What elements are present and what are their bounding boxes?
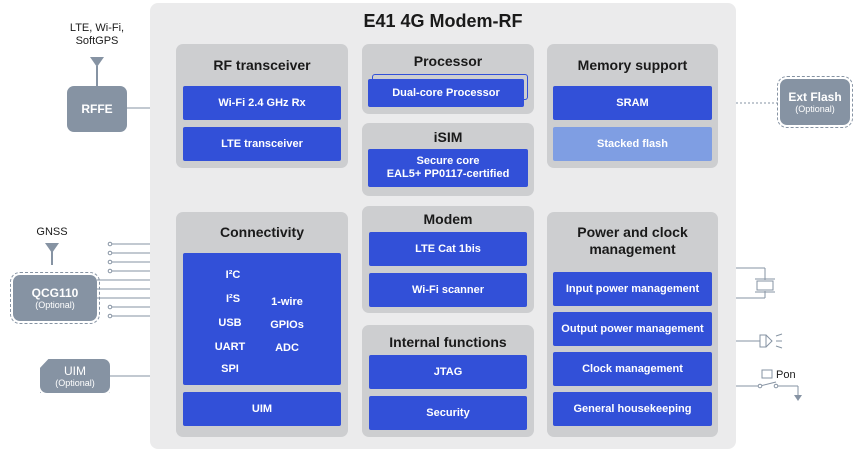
jtag-block: JTAG [369,355,527,389]
qcg110-note: (Optional) [35,299,75,310]
security-block: Security [369,396,527,430]
chip-title: E41 4G Modem-RF [363,11,523,31]
ext-flash-name: Ext Flash [788,89,842,104]
wifi-rx-block: Wi-Fi 2.4 GHz Rx [183,86,341,120]
power-clock-title-line2: management [589,241,676,257]
stacked-flash-block: Stacked flash [553,127,712,161]
rf-transceiver-title: RF transceiver [213,57,311,73]
uim-block: UIM [183,392,341,426]
rffe-antenna-label-line2: SoftGPS [75,35,119,47]
memory-support-title: Memory support [577,57,688,73]
uim-card-note: (Optional) [55,377,95,388]
sram-block: SRAM [553,86,712,120]
qcg110-name: QCG110 [31,285,79,300]
gnss-label: GNSS [36,226,68,238]
output-power-block: Output power management [553,312,712,346]
pon-label: Pon [776,369,796,381]
uim-card-name: UIM [64,363,86,378]
wifi-scanner-block: Wi-Fi scanner [369,273,527,307]
internal-functions-title: Internal functions [389,334,507,350]
secure-core-block: Secure core EAL5+ PP0117-certified [368,149,528,187]
uart-label: UART [214,341,246,353]
clock-management-block: Clock management [553,352,712,386]
modem-title: Modem [423,211,473,227]
dual-core-processor-block: Dual-core Processor [368,79,524,107]
rffe-antenna-label-line1: LTE, Wi-Fi, [69,22,125,34]
general-housekeeping-block: General housekeeping [553,392,712,426]
adc-label: ADC [275,342,299,354]
ext-flash-note: (Optional) [795,103,835,114]
usb-label: USB [218,317,242,329]
rffe-antenna-label: LTE, Wi-Fi, SoftGPS [55,22,139,48]
ext-flash-block: Ext Flash (Optional) [777,76,853,128]
secure-core-label: Secure core [416,155,480,167]
eal5-label: EAL5+ PP0117-certified [386,168,510,180]
power-clock-title-line1: Power and clock [577,224,688,240]
rffe-block: RFFE [67,86,127,132]
lte-transceiver-block: LTE transceiver [183,127,341,161]
input-power-block: Input power management [553,272,712,306]
uim-card-block: UIM (Optional) [40,359,110,393]
connectivity-title: Connectivity [219,224,304,240]
gpios-label: GPIOs [270,319,304,331]
lte-cat1bis-block: LTE Cat 1bis [369,232,527,266]
rffe-name: RFFE [81,102,113,116]
i2c-label: I²C [225,269,241,281]
power-clock-title: Power and clock management [547,224,718,258]
qcg110-block: QCG110 (Optional) [10,272,100,324]
i2s-label: I²S [225,293,241,305]
one-wire-label: 1-wire [271,296,303,308]
processor-title: Processor [413,53,483,69]
spi-label: SPI [221,363,239,375]
isim-title: iSIM [433,129,463,145]
interfaces-block [183,253,341,385]
